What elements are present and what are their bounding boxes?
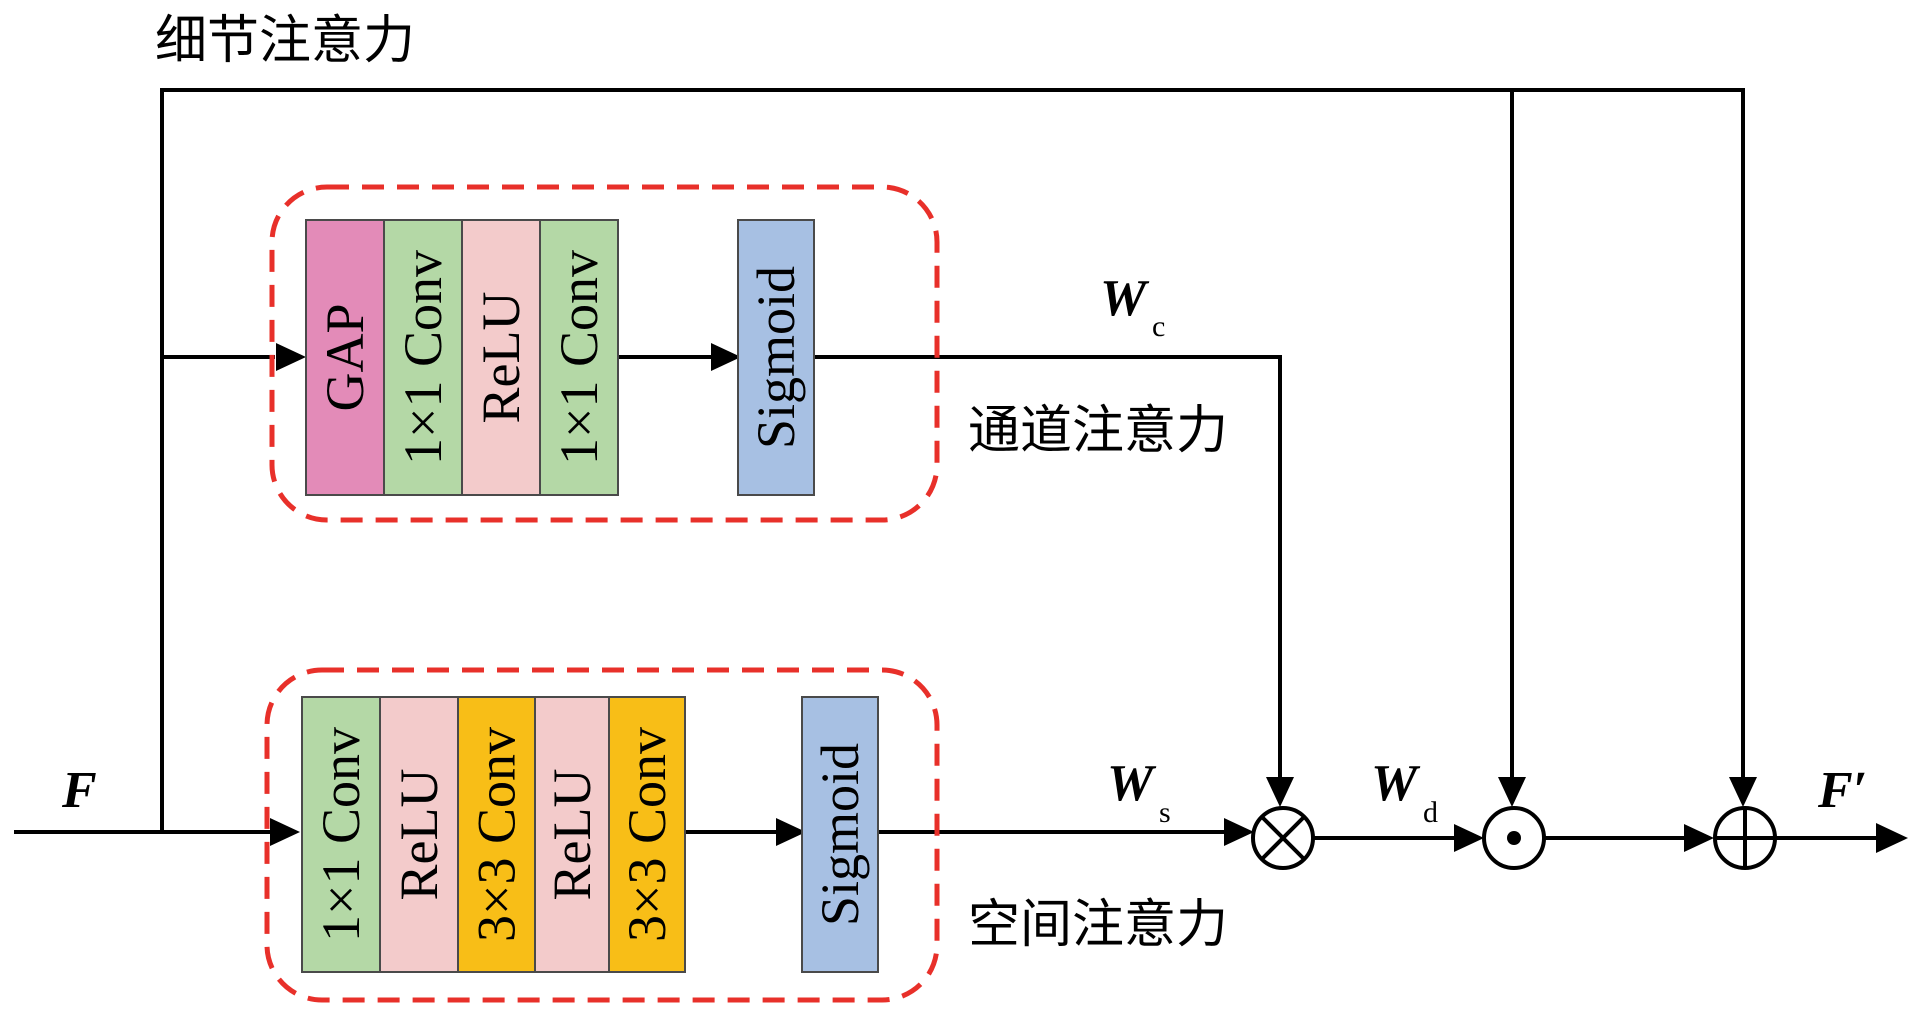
spatial-block-label: 1×1 Conv: [311, 727, 371, 942]
wd-sub-label: d: [1423, 796, 1438, 829]
spatial-block-label: 3×3 Conv: [617, 727, 677, 942]
channel-block-relu: ReLU: [461, 219, 541, 496]
arrowheads: [270, 343, 1908, 853]
channel-blocks: GAP 1×1 Conv ReLU 1×1 Conv Sigmoid: [305, 219, 815, 496]
spatial-block-relu: ReLU: [379, 696, 459, 973]
spatial-block-1x1-conv: 1×1 Conv: [301, 696, 381, 973]
output-feature-label: F′: [1817, 762, 1867, 819]
wc-main-label: W: [1100, 270, 1150, 327]
spatial-block-label: 3×3 Conv: [467, 727, 527, 942]
elementwise-add-icon: [1713, 806, 1777, 870]
spatial-block-3x3-conv: 3×3 Conv: [608, 696, 686, 973]
connection-lines: [14, 88, 1880, 840]
channel-block-1x1-conv: 1×1 Conv: [383, 219, 463, 496]
channel-block-label: 1×1 Conv: [393, 250, 453, 465]
spatial-block-3x3-conv: 3×3 Conv: [457, 696, 536, 973]
detail-attention-label: 细节注意力: [155, 11, 415, 71]
arrowhead-spatial-sigmoid: [776, 818, 806, 846]
hadamard-product-icon: [1482, 806, 1546, 870]
ws-sub-label: s: [1159, 796, 1171, 829]
spatial-block-label: ReLU: [542, 769, 602, 901]
spatial-block-relu: ReLU: [534, 696, 610, 973]
channel-block-sigmoid: Sigmoid: [737, 219, 815, 496]
arrowhead-channel-in: [276, 343, 306, 371]
wc-sub-label: c: [1152, 310, 1165, 343]
channel-attention-label: 通道注意力: [968, 401, 1228, 461]
arrowhead-oplus-in: [1684, 824, 1714, 852]
channel-block-label: ReLU: [471, 292, 531, 424]
spatial-attention-group: [264, 667, 940, 1003]
arrowhead-oplus-down: [1729, 777, 1757, 807]
arrowhead-odot-down: [1498, 777, 1526, 807]
spatial-block-label: ReLU: [389, 769, 449, 901]
arrowhead-spatial-in: [270, 818, 300, 846]
input-feature-label: F: [61, 762, 97, 819]
channel-block-label: 1×1 Conv: [549, 250, 609, 465]
wc-line: [813, 355, 1282, 780]
channel-block-label: Sigmoid: [746, 266, 806, 449]
operators: [1251, 806, 1777, 870]
channel-block-label: GAP: [315, 303, 375, 411]
arrowhead-otimes-in: [1224, 818, 1254, 846]
spatial-block-sigmoid: Sigmoid: [801, 696, 879, 973]
channel-attention-group: [269, 184, 940, 523]
elementwise-multiply-icon: [1251, 806, 1315, 870]
spatial-block-label: Sigmoid: [810, 743, 870, 926]
arrowhead-wc-down: [1266, 777, 1294, 807]
arrowhead-odot-in: [1454, 824, 1484, 852]
wd-main-label: W: [1371, 755, 1421, 812]
channel-block-1x1-conv: 1×1 Conv: [539, 219, 619, 496]
arrowhead-channel-sigmoid: [711, 343, 741, 371]
spatial-attention-label: 空间注意力: [968, 895, 1228, 955]
arrowhead-output: [1876, 823, 1908, 853]
channel-block-gap: GAP: [305, 219, 385, 496]
ws-main-label: W: [1107, 755, 1157, 812]
